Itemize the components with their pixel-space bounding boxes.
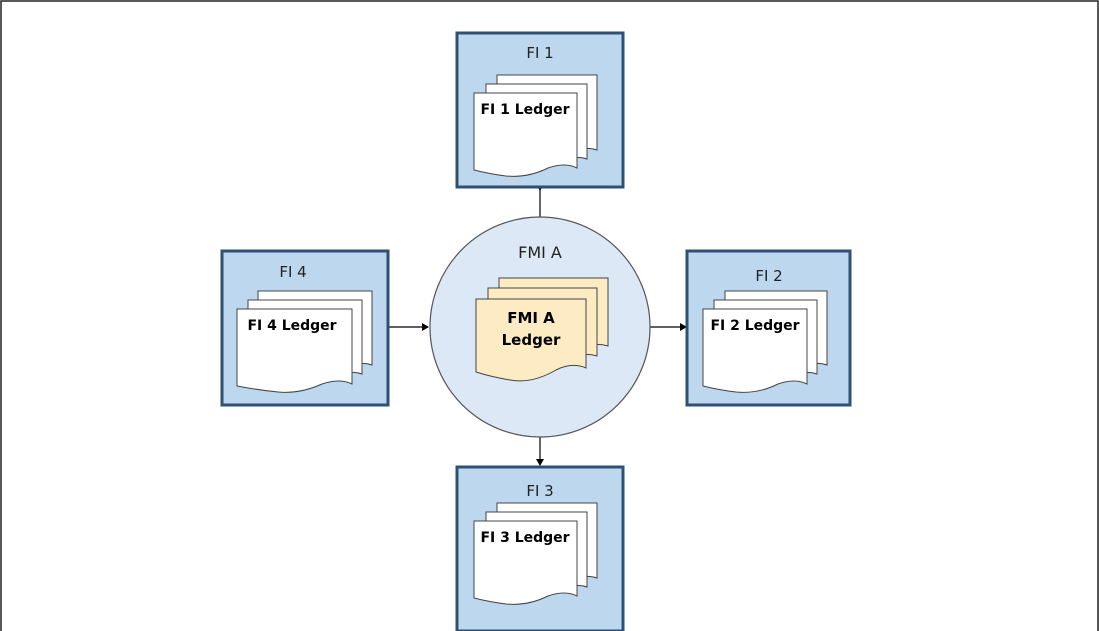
fi4-ledger-doc (236, 308, 353, 393)
fi3-node: FI 3 FI 3 Ledger (455, 465, 625, 631)
fi1-ledger-label: FI 1 Ledger (480, 102, 569, 118)
fi4-node: FI 4 FI 4 Ledger (220, 249, 390, 407)
fi3-ledger-doc (473, 520, 578, 605)
fmi-node: FMI A FMI A Ledger (429, 216, 651, 438)
fi2-label: FI 2 (755, 267, 782, 285)
fmi-ledger-line2: Ledger (502, 331, 561, 349)
fi2-ledger-label: FI 2 Ledger (710, 318, 799, 334)
fmi-ledger-doc (475, 298, 587, 382)
fi1-ledger-doc (473, 92, 578, 177)
fi2-node: FI 2 FI 2 Ledger (685, 249, 852, 407)
fi2-ledger-doc (702, 308, 808, 393)
fi3-label: FI 3 (526, 482, 553, 500)
fmi-ledger-stack: FMI A Ledger (475, 277, 609, 382)
fi4-label: FI 4 (279, 263, 306, 281)
fmi-ledger-line1: FMI A (507, 309, 555, 327)
fi1-node: FI 1 FI 1 Ledger (455, 31, 625, 189)
fi3-ledger-label: FI 3 Ledger (480, 530, 569, 546)
fmi-label: FMI A (518, 243, 562, 262)
fi4-ledger-label: FI 4 Ledger (247, 318, 336, 334)
fi1-label: FI 1 (526, 44, 553, 62)
